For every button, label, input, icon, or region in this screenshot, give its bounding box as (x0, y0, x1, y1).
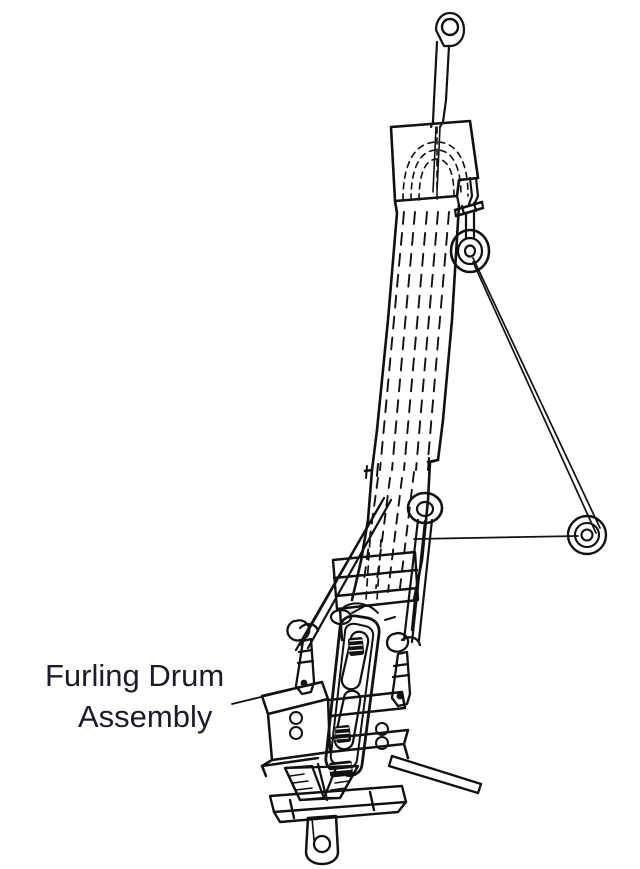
callout-line-2: Assembly (78, 699, 213, 734)
callout-label: Furling Drum Assembly (45, 658, 224, 734)
lower-sheave (566, 514, 608, 556)
base-bracket (260, 680, 410, 778)
top-eye-terminal (432, 11, 466, 102)
spar-hidden-lines (379, 211, 450, 471)
base-bracket-bolts (289, 711, 389, 750)
horizontal-rod (387, 754, 483, 795)
drum-slot-upper (340, 630, 370, 691)
stay-cable (413, 257, 601, 540)
masthead-hidden-sheave (402, 126, 469, 201)
ring-terminal-rod (402, 491, 444, 644)
right-turnbuckle (385, 632, 422, 708)
mid-collar-hidden (365, 539, 382, 601)
left-turnbuckle (286, 619, 320, 696)
diagram-linework (231, 11, 608, 866)
base-truss (283, 762, 360, 802)
upper-sheave-block (449, 211, 491, 274)
base-clevis (304, 814, 340, 866)
spar-foil (350, 199, 461, 602)
spar-step-details (365, 457, 430, 479)
callout-leader-line (231, 689, 291, 705)
callout-line-1: Furling Drum (45, 658, 224, 693)
base-plate (268, 784, 408, 824)
